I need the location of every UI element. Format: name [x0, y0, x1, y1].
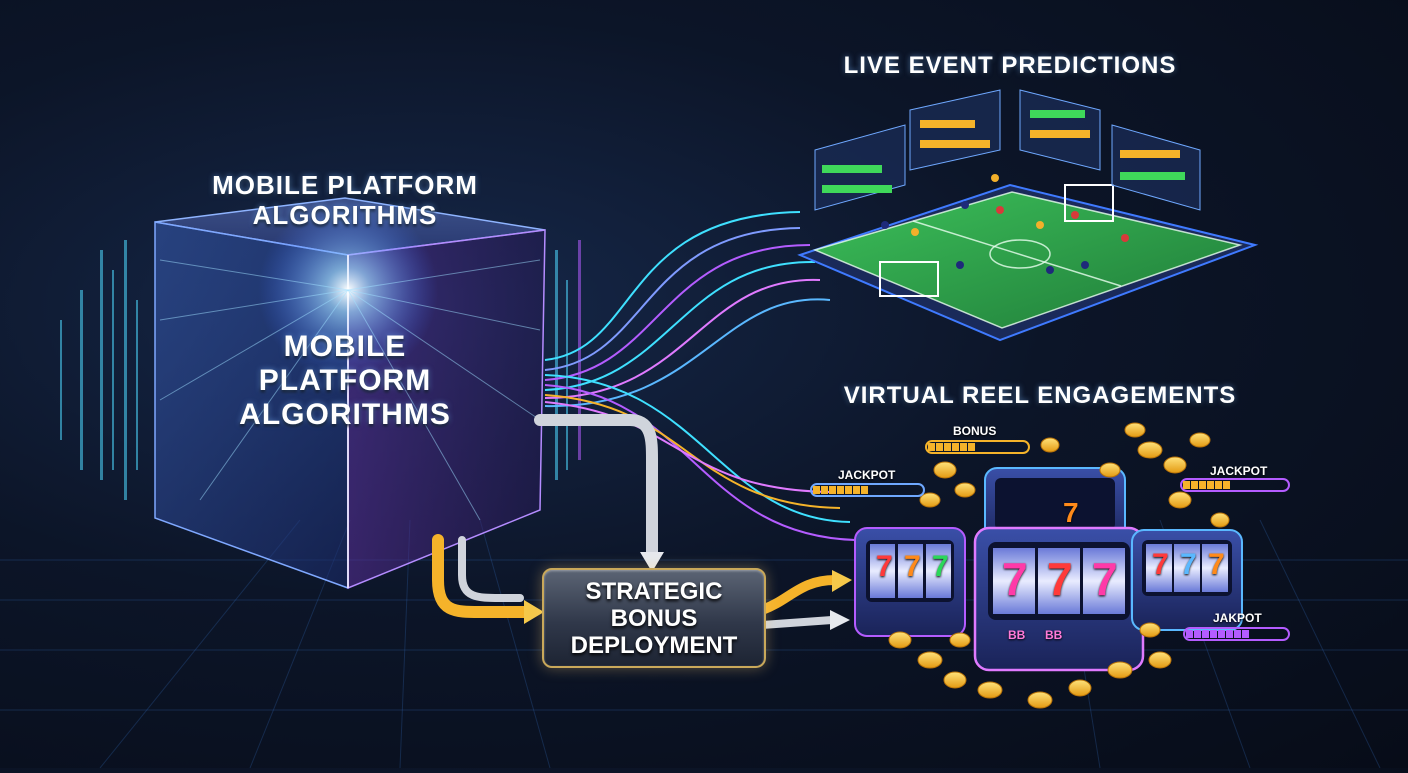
- virtual-reel-title: VIRTUAL REEL ENGAGEMENTS: [820, 382, 1260, 410]
- jackpot-bottom-label: JAKPOT: [1213, 611, 1262, 625]
- reel-bar-1: BB: [1008, 628, 1025, 642]
- live-event-title: LIVE EVENT PREDICTIONS: [810, 52, 1210, 80]
- reel-seven-8: 7: [1180, 548, 1197, 582]
- reel-seven-7: 7: [1152, 548, 1169, 582]
- reel-seven-3: 7: [932, 550, 949, 584]
- jackpot-left-meter: [810, 483, 925, 497]
- strategic-bonus-node: STRATEGIC BONUS DEPLOYMENT: [542, 568, 766, 668]
- reel-bar-2: BB: [1045, 628, 1062, 642]
- strategic-bonus-label: STRATEGIC BONUS DEPLOYMENT: [549, 578, 759, 659]
- bonus-meter-label: BONUS: [953, 424, 996, 438]
- live-event-stadium: [800, 90, 1255, 340]
- reel-seven-1: 7: [876, 550, 893, 584]
- reel-seven-9: 7: [1208, 548, 1225, 582]
- jackpot-bottom-meter: [1183, 627, 1290, 641]
- reel-seven-5: 7: [1047, 552, 1073, 606]
- jackpot-right-meter: [1180, 478, 1290, 492]
- jackpot-left-label: JACKPOT: [838, 468, 895, 482]
- cube-face-title: MOBILE PLATFORM ALGORITHMS: [215, 330, 475, 432]
- reel-seven-4: 7: [1002, 552, 1028, 606]
- reel-seven-2: 7: [904, 550, 921, 584]
- bonus-meter: [925, 440, 1030, 454]
- reel-seven-back: 7: [1063, 497, 1079, 529]
- data-streams: [545, 212, 855, 540]
- reel-seven-6: 7: [1092, 552, 1118, 606]
- jackpot-right-label: JACKPOT: [1210, 464, 1267, 478]
- cube-top-title: MOBILE PLATFORM ALGORITHMS: [180, 170, 510, 230]
